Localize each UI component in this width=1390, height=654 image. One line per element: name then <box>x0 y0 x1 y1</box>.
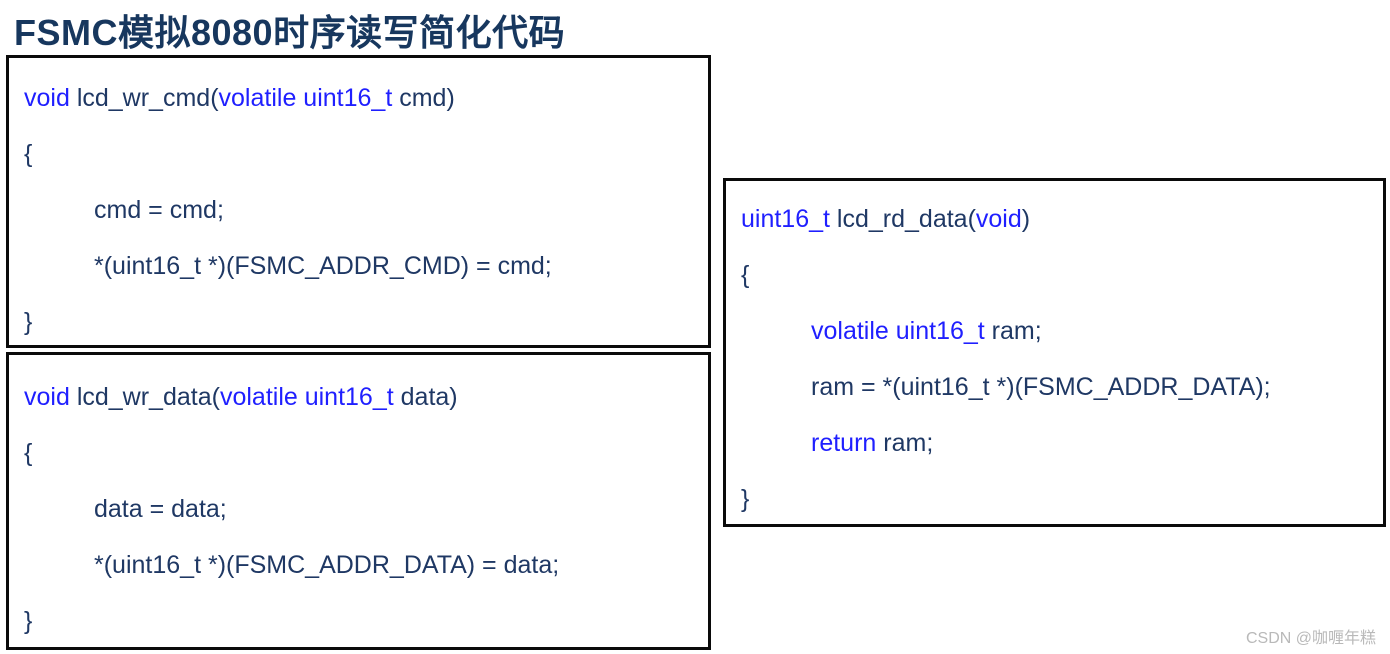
code-token: lcd_wr_cmd( <box>69 83 219 112</box>
watermark: CSDN @咖喱年糕 <box>1245 630 1376 647</box>
code-line: } <box>9 294 708 345</box>
code-token: *(uint16_t *)(FSMC_ADDR_CMD) = cmd; <box>94 251 552 280</box>
code-line: ram = *(uint16_t *)(FSMC_ADDR_DATA); <box>726 359 1383 415</box>
code-token: ram = *(uint16_t *)(FSMC_ADDR_DATA); <box>811 372 1271 401</box>
code-token: { <box>24 139 33 168</box>
code-token: data = data; <box>94 494 227 523</box>
code-token: cmd) <box>392 83 455 112</box>
code-line: } <box>9 593 708 647</box>
code-token: } <box>24 606 33 635</box>
page-title: FSMC模拟8080时序读写简化代码 <box>14 12 566 53</box>
code-line: { <box>726 247 1383 303</box>
code-token: *(uint16_t *)(FSMC_ADDR_DATA) = data; <box>94 550 560 579</box>
code-line: uint16_t lcd_rd_data(void) <box>726 191 1383 247</box>
code-box-lcd-wr-cmd: void lcd_wr_cmd(volatile uint16_t cmd) { c… <box>6 55 711 348</box>
code-line: void lcd_wr_data(volatile uint16_t data) <box>9 369 708 425</box>
code-line: } <box>726 471 1383 524</box>
code-line: volatile uint16_t ram; <box>726 303 1383 359</box>
code-token: } <box>741 484 750 513</box>
code-box-lcd-rd-data: uint16_t lcd_rd_data(void) { volatile uint… <box>723 178 1386 527</box>
code-token-keyword: return <box>811 428 877 457</box>
code-token: { <box>24 438 33 467</box>
code-token: ) <box>1021 204 1031 233</box>
code-line: data = data; <box>9 481 708 537</box>
code-token: ram; <box>984 316 1042 345</box>
code-box-lcd-wr-data: void lcd_wr_data(volatile uint16_t data)… <box>6 352 711 650</box>
code-token-keyword: volatile uint16_t <box>219 382 394 411</box>
code-token-keyword: void <box>975 204 1022 233</box>
code-line: void lcd_wr_cmd(volatile uint16_t cmd) <box>9 70 708 126</box>
code-token-keyword: volatile uint16_t <box>218 83 393 112</box>
code-line: cmd = cmd; <box>9 182 708 238</box>
code-token-keyword: volatile uint16_t <box>811 316 985 345</box>
code-token-keyword: void <box>24 382 70 411</box>
code-token-keyword: void <box>24 83 70 112</box>
code-line: return ram; <box>726 415 1383 471</box>
code-token: ram; <box>876 428 934 457</box>
code-token: lcd_wr_data( <box>69 382 220 411</box>
code-token: data) <box>393 382 458 411</box>
code-line: *(uint16_t *)(FSMC_ADDR_DATA) = data; <box>9 537 708 593</box>
code-line: *(uint16_t *)(FSMC_ADDR_CMD) = cmd; <box>9 238 708 294</box>
code-token: } <box>24 307 33 336</box>
code-token: { <box>741 260 750 289</box>
code-token: lcd_rd_data( <box>829 204 976 233</box>
code-token: cmd = cmd; <box>94 195 224 224</box>
code-line: { <box>9 425 708 481</box>
code-token-keyword: uint16_t <box>741 204 830 233</box>
code-line: { <box>9 126 708 182</box>
